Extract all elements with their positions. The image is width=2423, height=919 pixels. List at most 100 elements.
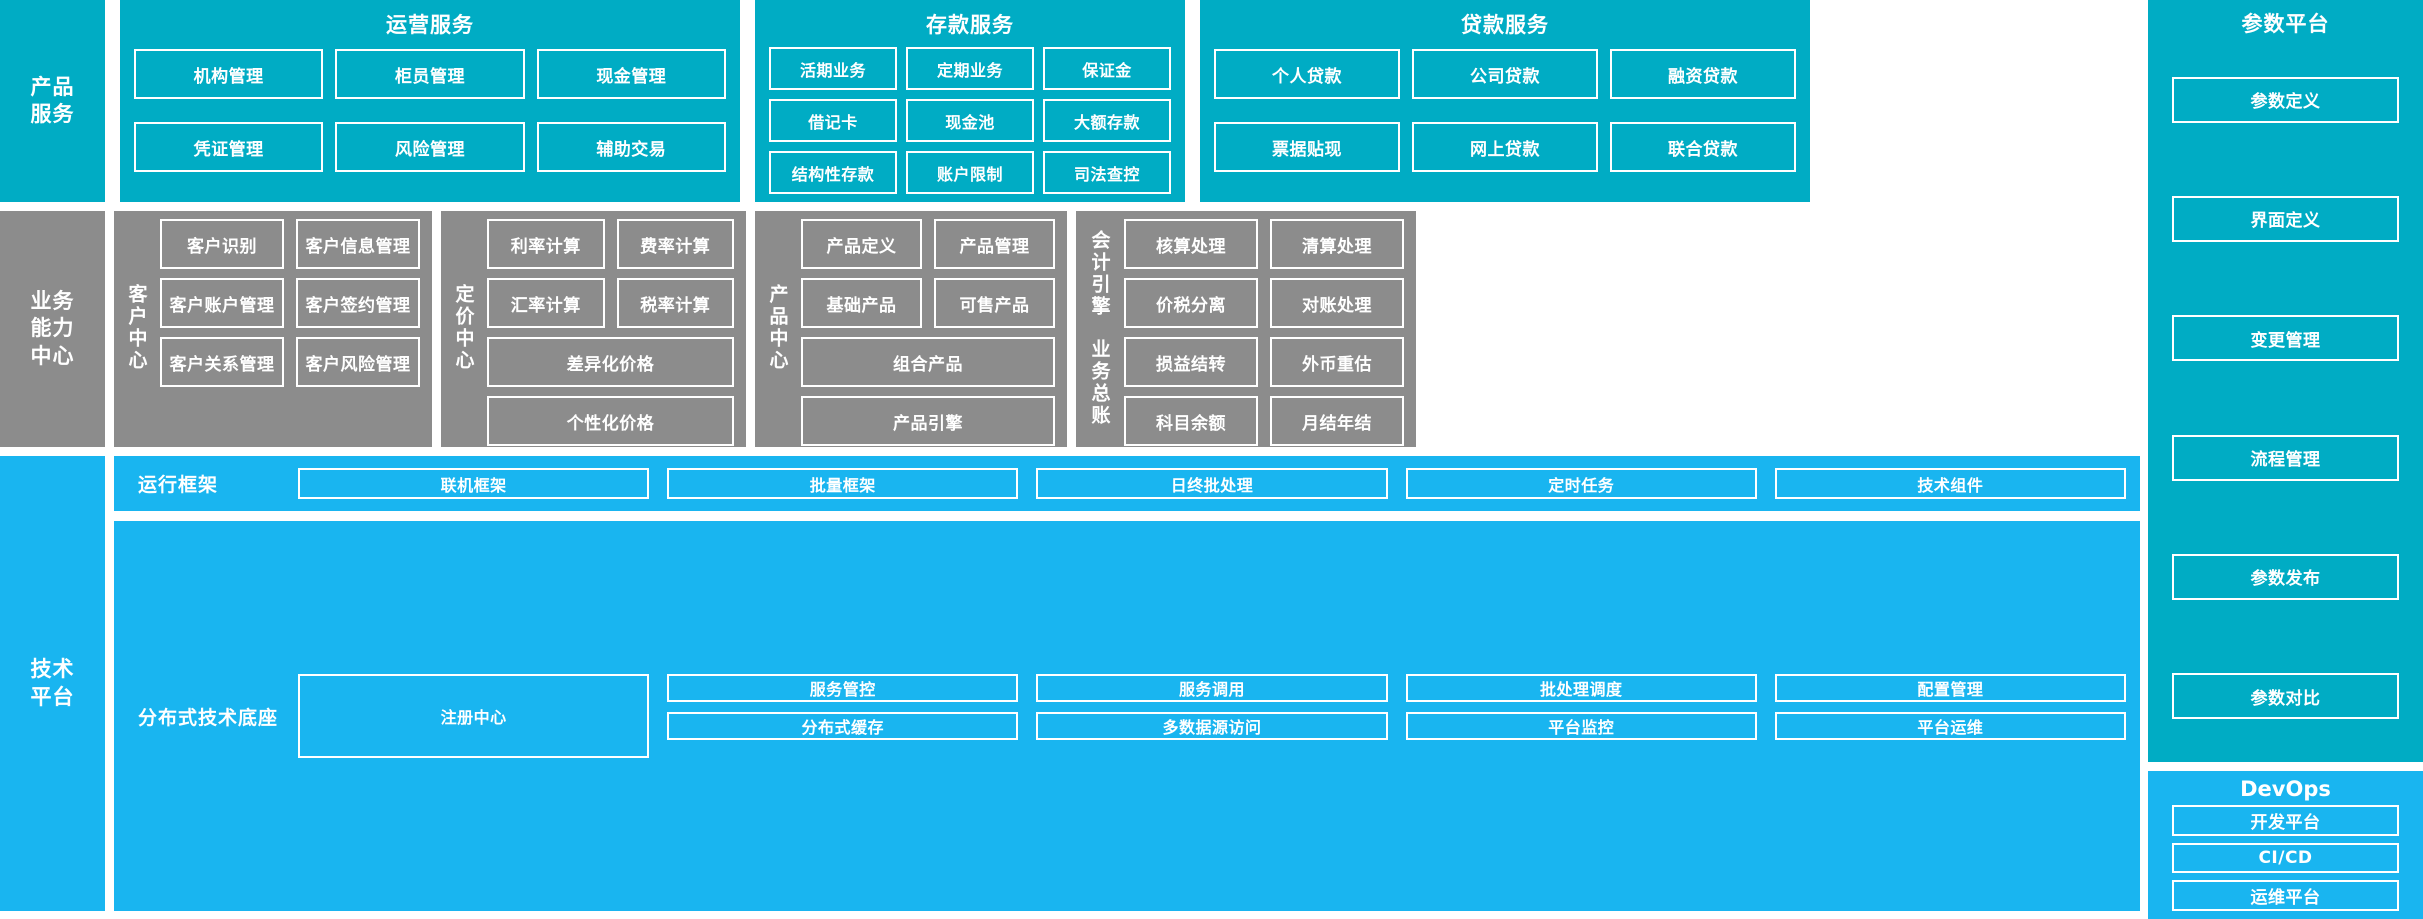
center-row: 基础产品 可售产品 bbox=[801, 278, 1055, 328]
band-product-services: 产品 服务 运营服务 机构管理 柜员管理 现金管理 凭证管理 风险管理 辅助交易… bbox=[0, 0, 2140, 202]
capability-cell[interactable]: 税率计算 bbox=[616, 278, 734, 328]
framework-cell[interactable]: 联机框架 bbox=[298, 468, 650, 499]
center-label-accounting-stack: 会计引擎 业务总账 bbox=[1082, 219, 1118, 437]
distributed-base-row: 分布式技术底座 注册中心 服务管控 分布式缓存 服务调用 多数据源访问 批处理调… bbox=[114, 521, 2140, 911]
framework-cell[interactable]: 日终批处理 bbox=[1036, 468, 1388, 499]
capability-cell[interactable]: 客户风险管理 bbox=[296, 337, 420, 387]
capability-cell[interactable]: 客户账户管理 bbox=[160, 278, 284, 328]
capability-cell[interactable]: 客户签约管理 bbox=[296, 278, 420, 328]
capability-cell[interactable]: 核算处理 bbox=[1124, 219, 1258, 269]
capability-cell[interactable]: 组合产品 bbox=[801, 337, 1055, 387]
service-cell[interactable]: 账户限制 bbox=[906, 151, 1034, 194]
service-cell[interactable]: 公司贷款 bbox=[1412, 49, 1598, 99]
center-pricing-body: 利率计算 费率计算 汇率计算 税率计算 差异化价格 个性化价格 bbox=[481, 219, 734, 446]
parameter-cell[interactable]: 流程管理 bbox=[2172, 434, 2399, 481]
center-label-customer: 客户中心 bbox=[125, 284, 148, 372]
parameter-cell[interactable]: 变更管理 bbox=[2172, 315, 2399, 362]
center-row-full: 产品引擎 bbox=[801, 396, 1055, 446]
base-cell[interactable]: 多数据源访问 bbox=[1036, 712, 1388, 740]
capability-cell[interactable]: 产品引擎 bbox=[801, 396, 1055, 446]
capability-cell[interactable]: 清算处理 bbox=[1270, 219, 1404, 269]
base-cell[interactable]: 分布式缓存 bbox=[667, 712, 1019, 740]
runtime-framework-row: 运行框架 联机框架 批量框架 日终批处理 定时任务 技术组件 bbox=[114, 456, 2140, 511]
capability-cell[interactable]: 利率计算 bbox=[487, 219, 605, 269]
capability-cell[interactable]: 客户识别 bbox=[160, 219, 284, 269]
base-column: 批处理调度 平台监控 bbox=[1405, 674, 1757, 740]
center-row: 客户账户管理 客户签约管理 bbox=[160, 278, 420, 328]
service-cell[interactable]: 融资贷款 bbox=[1610, 49, 1796, 99]
capability-cell[interactable]: 月结年结 bbox=[1270, 396, 1404, 446]
center-row: 损益结转 外币重估 bbox=[1124, 337, 1404, 387]
devops-platform: DevOps 开发平台 CI/CD 运维平台 bbox=[2148, 771, 2423, 919]
service-cell[interactable]: 司法查控 bbox=[1043, 151, 1171, 194]
service-cell[interactable]: 柜员管理 bbox=[335, 49, 525, 99]
capability-cell[interactable]: 差异化价格 bbox=[487, 337, 734, 387]
framework-cell[interactable]: 批量框架 bbox=[667, 468, 1019, 499]
parameter-platform-items: 参数定义 界面定义 变更管理 流程管理 参数发布 参数对比 bbox=[2172, 44, 2399, 752]
service-cell[interactable]: 结构性存款 bbox=[769, 151, 897, 194]
framework-cell[interactable]: 定时任务 bbox=[1405, 468, 1757, 499]
loan-services-grid-row2: 票据贴现 网上贷款 联合贷款 bbox=[1200, 99, 1810, 172]
capability-cell[interactable]: 可售产品 bbox=[934, 278, 1055, 328]
capability-cell[interactable]: 基础产品 bbox=[801, 278, 922, 328]
framework-cell[interactable]: 技术组件 bbox=[1774, 468, 2126, 499]
base-cell[interactable]: 平台监控 bbox=[1405, 712, 1757, 740]
capability-cell[interactable]: 外币重估 bbox=[1270, 337, 1404, 387]
devops-cell[interactable]: CI/CD bbox=[2172, 842, 2399, 874]
capability-cell[interactable]: 客户关系管理 bbox=[160, 337, 284, 387]
parameter-cell[interactable]: 参数定义 bbox=[2172, 76, 2399, 123]
service-cell[interactable]: 保证金 bbox=[1043, 47, 1171, 90]
service-cell[interactable]: 票据贴现 bbox=[1214, 122, 1400, 172]
service-cell[interactable]: 凭证管理 bbox=[134, 122, 324, 172]
devops-items: 开发平台 CI/CD 运维平台 bbox=[2172, 805, 2399, 912]
capability-cell[interactable]: 产品定义 bbox=[801, 219, 922, 269]
center-row: 利率计算 费率计算 bbox=[487, 219, 734, 269]
parameter-cell[interactable]: 界面定义 bbox=[2172, 195, 2399, 242]
center-row: 价税分离 对账处理 bbox=[1124, 278, 1404, 328]
service-cell[interactable]: 机构管理 bbox=[134, 49, 324, 99]
base-cell[interactable]: 平台运维 bbox=[1774, 712, 2126, 740]
center-row: 科目余额 月结年结 bbox=[1124, 396, 1404, 446]
service-cell[interactable]: 风险管理 bbox=[335, 122, 525, 172]
service-cell[interactable]: 现金池 bbox=[906, 99, 1034, 142]
technical-platform-rows: 运行框架 联机框架 批量框架 日终批处理 定时任务 技术组件 分布式技术底座 注… bbox=[114, 456, 2140, 911]
group-title-operation: 运营服务 bbox=[386, 13, 474, 37]
base-cell[interactable]: 配置管理 bbox=[1774, 674, 2126, 702]
devops-cell[interactable]: 运维平台 bbox=[2172, 880, 2399, 912]
center-accounting-body: 核算处理 清算处理 价税分离 对账处理 损益结转 外币重估 科目余额 月结年结 bbox=[1118, 219, 1404, 446]
devops-cell[interactable]: 开发平台 bbox=[2172, 805, 2399, 836]
parameter-cell[interactable]: 参数发布 bbox=[2172, 553, 2399, 600]
service-cell[interactable]: 辅助交易 bbox=[536, 122, 726, 172]
service-cell[interactable]: 现金管理 bbox=[536, 49, 726, 99]
base-cell[interactable]: 批处理调度 bbox=[1405, 674, 1757, 702]
band-label-technical-platform: 技术 平台 bbox=[0, 456, 105, 911]
registry-center-cell[interactable]: 注册中心 bbox=[298, 674, 650, 758]
service-cell[interactable]: 活期业务 bbox=[769, 47, 897, 90]
service-cell[interactable]: 联合贷款 bbox=[1610, 122, 1796, 172]
service-cell[interactable]: 网上贷款 bbox=[1412, 122, 1598, 172]
capability-cell[interactable]: 价税分离 bbox=[1124, 278, 1258, 328]
band-label-text: 业务 能力 中心 bbox=[30, 289, 75, 368]
base-column: 服务管控 分布式缓存 bbox=[667, 674, 1019, 740]
group-loan-services: 贷款服务 个人贷款 公司贷款 融资贷款 票据贴现 网上贷款 联合贷款 bbox=[1200, 0, 1810, 202]
capability-cell[interactable]: 汇率计算 bbox=[487, 278, 605, 328]
parameter-cell[interactable]: 参数对比 bbox=[2172, 673, 2399, 720]
capability-cell[interactable]: 损益结转 bbox=[1124, 337, 1258, 387]
capability-cell[interactable]: 对账处理 bbox=[1270, 278, 1404, 328]
service-cell[interactable]: 定期业务 bbox=[906, 47, 1034, 90]
center-customer-body: 客户识别 客户信息管理 客户账户管理 客户签约管理 客户关系管理 客户风险管理 bbox=[154, 219, 420, 437]
service-cell[interactable]: 个人贷款 bbox=[1214, 49, 1400, 99]
capability-cell[interactable]: 产品管理 bbox=[934, 219, 1055, 269]
base-cell[interactable]: 服务管控 bbox=[667, 674, 1019, 702]
group-operation-services: 运营服务 机构管理 柜员管理 现金管理 凭证管理 风险管理 辅助交易 bbox=[120, 0, 740, 202]
service-cell[interactable]: 借记卡 bbox=[769, 99, 897, 142]
capability-cell[interactable]: 科目余额 bbox=[1124, 396, 1258, 446]
base-cell[interactable]: 服务调用 bbox=[1036, 674, 1388, 702]
center-customer: 客户中心 客户识别 客户信息管理 客户账户管理 客户签约管理 客户关系管理 客户… bbox=[114, 211, 432, 447]
capability-cell[interactable]: 费率计算 bbox=[616, 219, 734, 269]
capability-cell[interactable]: 个性化价格 bbox=[487, 396, 734, 446]
capability-cell[interactable]: 客户信息管理 bbox=[296, 219, 420, 269]
service-cell[interactable]: 大额存款 bbox=[1043, 99, 1171, 142]
center-pricing: 定价中心 利率计算 费率计算 汇率计算 税率计算 差异化价格 个性化价格 bbox=[441, 211, 746, 447]
